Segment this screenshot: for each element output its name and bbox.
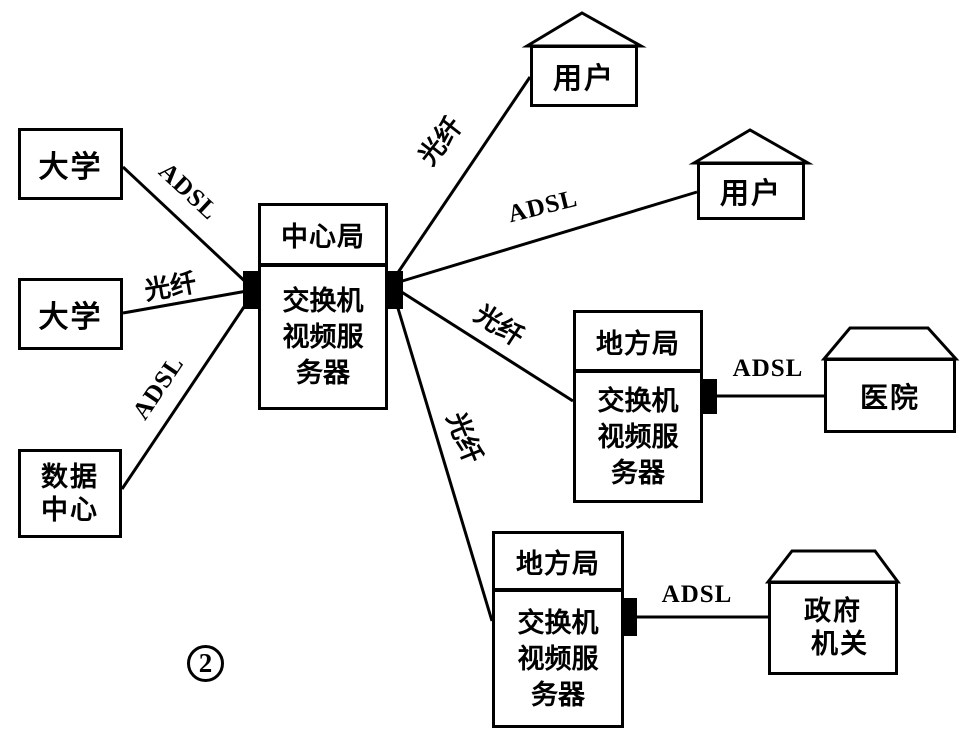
- local-office-2-port: [624, 598, 637, 636]
- link-adsl-user-right-line: [398, 190, 698, 284]
- node-data-center: 数据 中心: [18, 449, 122, 538]
- link-fiber-user-top-line: [395, 76, 532, 275]
- link-adsl-university-top-line: [121, 165, 253, 289]
- house-roof-user-right: [688, 128, 814, 165]
- node-government-label: 政府 机关: [804, 596, 869, 659]
- node-local-office-1: 地方局 交换机 视频服 务器: [573, 310, 703, 503]
- node-user-top: 用户: [530, 45, 638, 107]
- link-adsl-data-center-line: [120, 297, 252, 490]
- central-office-left-port: [243, 271, 258, 309]
- node-university-top-label: 大学: [38, 151, 103, 184]
- figure-number-badge: 2: [187, 645, 224, 682]
- node-hospital-label: 医院: [859, 382, 920, 414]
- node-user-right: 用户: [697, 162, 805, 220]
- node-government: 政府 机关: [768, 581, 898, 675]
- central-office-right-port: [388, 271, 403, 309]
- node-university-middle-label: 大学: [38, 301, 103, 334]
- node-central-office-header: 中心局: [261, 206, 385, 267]
- node-university-top: 大学: [18, 128, 123, 200]
- node-data-center-label: 数据 中心: [41, 461, 99, 525]
- node-local-office-1-header: 地方局: [576, 313, 700, 373]
- local-office-1-port: [703, 379, 717, 414]
- figure-number: 2: [198, 648, 213, 678]
- link-label-adsl-government: ADSL: [661, 581, 733, 608]
- node-central-office: 中心局 交换机 视频服 务器: [258, 203, 388, 410]
- node-local-office-2-body: 交换机 视频服 务器: [517, 607, 599, 710]
- link-fiber-university-middle-line: [122, 289, 248, 315]
- node-university-middle: 大学: [18, 278, 123, 350]
- link-label-adsl-hospital: ADSL: [732, 355, 804, 382]
- building-top-hospital: [820, 326, 960, 361]
- node-local-office-2-header: 地方局: [495, 534, 621, 592]
- node-user-top-label: 用户: [552, 63, 615, 95]
- node-central-office-body: 交换机 视频服 务器: [282, 286, 364, 388]
- link-fiber-local-office-2-line: [395, 304, 494, 622]
- node-hospital: 医院: [824, 358, 956, 433]
- house-roof-user-top: [521, 11, 647, 48]
- node-local-office-2: 地方局 交换机 视频服 务器: [492, 531, 624, 728]
- building-top-government: [764, 549, 901, 584]
- node-local-office-1-body: 交换机 视频服 务器: [597, 385, 679, 488]
- node-user-right-label: 用户: [719, 178, 782, 210]
- link-fiber-local-office-1-line: [399, 289, 574, 403]
